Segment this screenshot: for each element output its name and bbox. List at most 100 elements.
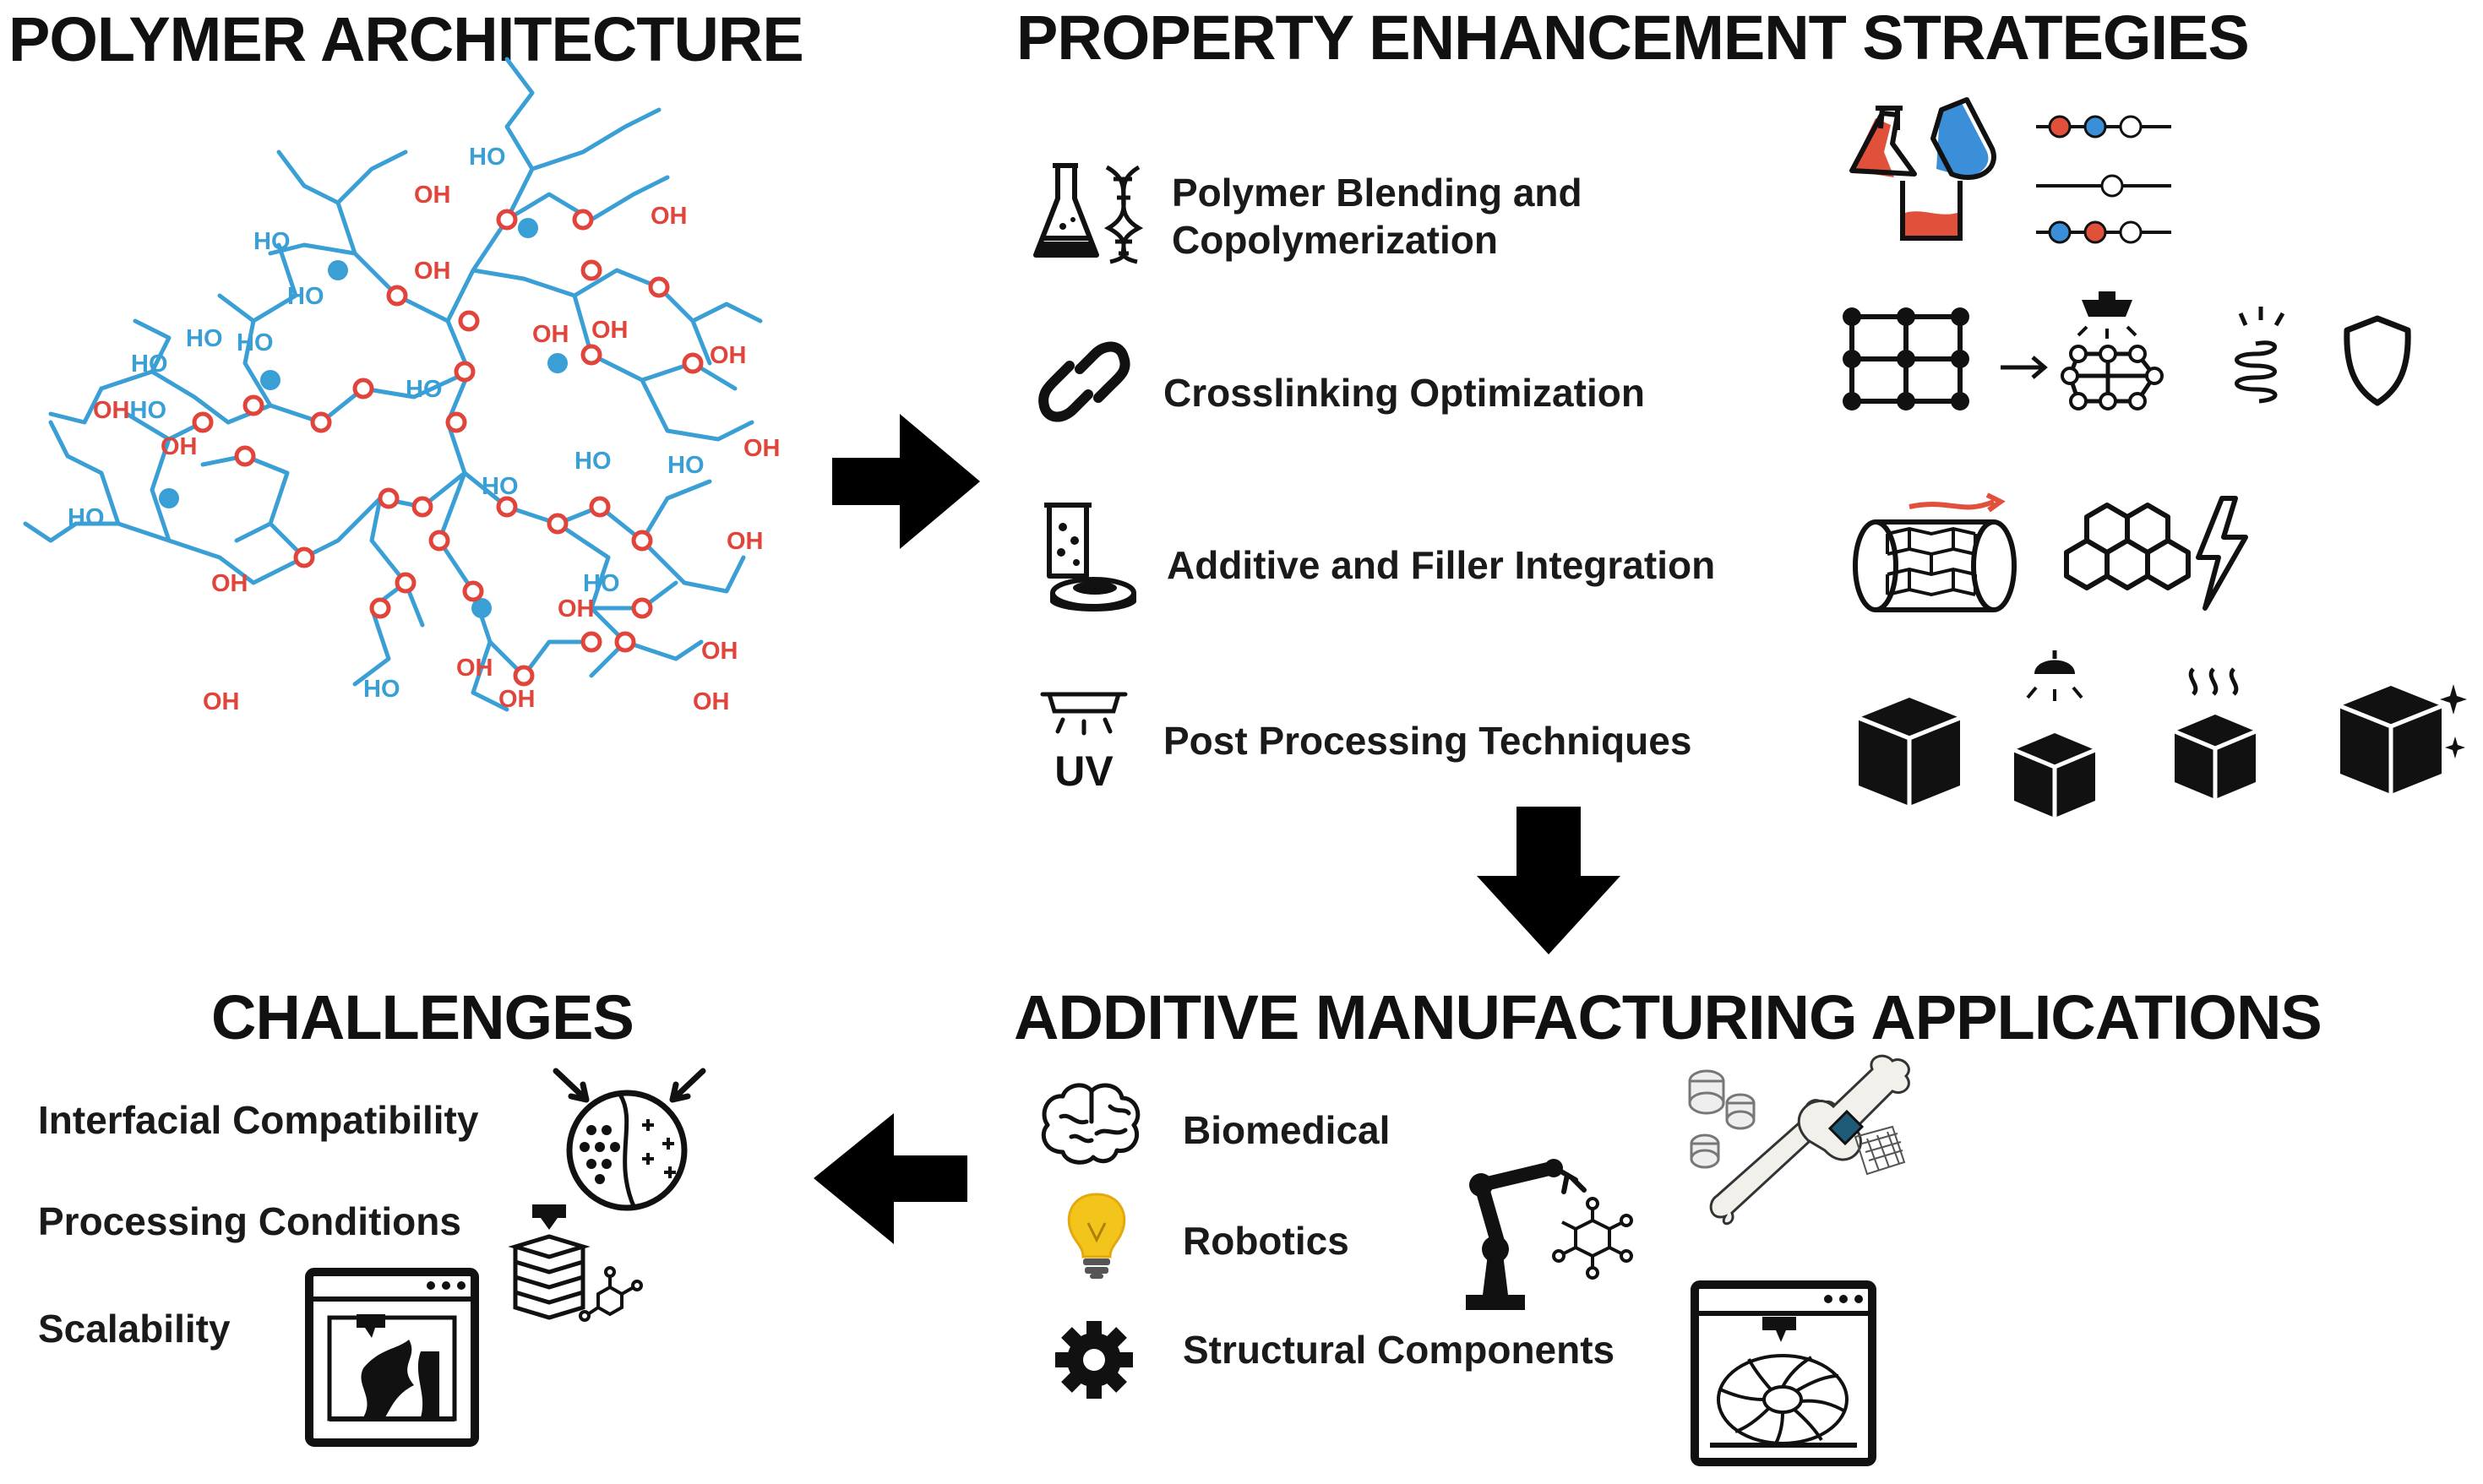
hydroxyl-label: HO: [287, 283, 324, 310]
branch-node: [260, 370, 280, 390]
hydroxyl-label: OH: [693, 688, 730, 715]
layered-print-icon: [508, 1204, 643, 1322]
oxygen-atom: [352, 378, 374, 400]
hydroxyl-label: HO: [253, 228, 291, 255]
oxygen-atom: [580, 259, 602, 281]
oxygen-atom: [192, 411, 214, 433]
hydroxyl-label: HO: [469, 144, 506, 171]
hydroxyl-label: HO: [406, 376, 443, 403]
strategy-blending-line2: Copolymerization: [1172, 218, 1498, 263]
oxygen-atom: [445, 411, 467, 433]
hydroxyl-label: OH: [211, 570, 248, 597]
polymer-architecture-heading: POLYMER ARCHITECTURE: [8, 4, 804, 74]
strategy-crosslinking-label: Crosslinking Optimization: [1163, 371, 1645, 415]
uv-icon-text: UV: [1054, 747, 1114, 795]
flask-dna-icon: [1033, 163, 1144, 264]
applications-heading: ADDITIVE MANUFACTURING APPLICATIONS: [1014, 982, 2322, 1052]
hydroxyl-label: OH: [591, 317, 629, 344]
oxygen-atom: [462, 580, 484, 602]
blending-illustration: [1849, 97, 2171, 244]
hydroxyl-label: OH: [161, 433, 198, 460]
hydroxyl-label: OH: [532, 321, 569, 348]
oxygen-atom: [572, 209, 594, 231]
branch-node: [159, 488, 179, 508]
oxygen-atom: [395, 572, 417, 594]
chain-link-icon: [1038, 341, 1130, 422]
cube-plain: [1858, 698, 1961, 806]
hydroxyl-label: HO: [574, 448, 612, 475]
hydroxyl-label: OH: [414, 258, 451, 285]
oxygen-atom: [458, 310, 480, 332]
hydroxyl-label: OH: [743, 435, 781, 462]
cube-under-lamp: [2013, 650, 2096, 818]
filler-illustration: [1853, 492, 2248, 612]
challenge-interfacial-label: Interfacial Compatibility: [38, 1098, 479, 1142]
hydroxyl-label: HO: [131, 351, 168, 378]
oxygen-atom: [496, 496, 518, 518]
strategy-additive-label: Additive and Filler Integration: [1167, 543, 1716, 587]
application-structural-label: Structural Components: [1183, 1328, 1615, 1372]
oxygen-atom: [513, 665, 535, 687]
oxygen-atom: [496, 209, 518, 231]
beaker-powder-icon: [1044, 503, 1136, 612]
arrow-left-to-challenges: [814, 1113, 967, 1244]
oxygen-atom: [631, 597, 653, 619]
application-robotics-label: Robotics: [1183, 1219, 1349, 1263]
hydroxyl-label: OH: [456, 655, 493, 682]
oxygen-atom: [648, 276, 670, 298]
hydroxyl-label: OH: [727, 528, 764, 555]
oxygen-atom: [242, 394, 264, 416]
gear-icon: [1055, 1321, 1133, 1399]
oxygen-atom: [293, 546, 315, 568]
strategy-blending-line1: Polymer Blending and: [1172, 171, 1582, 215]
application-biomedical-label: Biomedical: [1183, 1108, 1391, 1152]
oxygen-atom: [386, 285, 408, 307]
oxygen-atom: [682, 352, 704, 374]
molecule-branch-points: [159, 218, 568, 618]
cube-heated: [2174, 667, 2257, 799]
strategy-postprocessing-label: Post Processing Techniques: [1163, 719, 1692, 763]
lightbulb-icon: [1067, 1193, 1126, 1279]
hydroxyl-label: HO: [68, 504, 105, 531]
oxygen-atom: [589, 496, 611, 518]
hydroxyl-label: OH: [498, 686, 536, 713]
oxygen-atom: [454, 361, 476, 383]
oxygen-atom: [310, 411, 332, 433]
brain-icon: [1042, 1083, 1141, 1165]
branch-node: [471, 598, 492, 618]
oxygen-atom: [631, 530, 653, 552]
molecule-oxygen-atoms: [192, 209, 704, 687]
oxygen-atom: [411, 496, 433, 518]
hydroxyl-label: OH: [558, 595, 595, 622]
property-enhancement-heading: PROPERTY ENHANCEMENT STRATEGIES: [1016, 3, 2250, 73]
hydroxyl-label: OH: [414, 182, 451, 209]
hydroxyl-label: HO: [482, 473, 519, 500]
3d-printer-icon: [305, 1268, 479, 1447]
strategy-blending-label: Polymer Blending and Copolymerization: [1172, 169, 1582, 264]
oxygen-atom: [428, 530, 450, 552]
challenge-processing-label: Processing Conditions: [38, 1199, 461, 1243]
hydroxyl-label: HO: [237, 329, 274, 356]
hydroxyl-label: OH: [710, 342, 747, 369]
oxygen-atom: [580, 631, 602, 653]
cube-polished: [2339, 684, 2467, 794]
3d-printer-turbine-icon: [1691, 1280, 1876, 1466]
uv-lamp-icon: UV: [1040, 692, 1128, 795]
oxygen-atom: [580, 344, 602, 366]
hydroxyl-label: OH: [701, 638, 738, 665]
branch-node: [547, 353, 568, 373]
branch-node: [328, 260, 348, 280]
hydroxyl-label: HO: [667, 452, 705, 479]
hydroxyl-label: OHHO: [93, 397, 166, 424]
hydroxyl-label: OH: [651, 203, 688, 230]
bone-implant-illustration: [1688, 1054, 1910, 1226]
hydroxyl-label: HO: [583, 570, 620, 597]
oxygen-atom: [378, 487, 400, 509]
interface-particles-icon: [553, 1068, 706, 1211]
branch-node: [518, 218, 538, 238]
hydroxyl-label: HO: [186, 325, 223, 352]
arrow-right-to-strategies: [832, 414, 980, 549]
oxygen-atom: [234, 445, 256, 467]
